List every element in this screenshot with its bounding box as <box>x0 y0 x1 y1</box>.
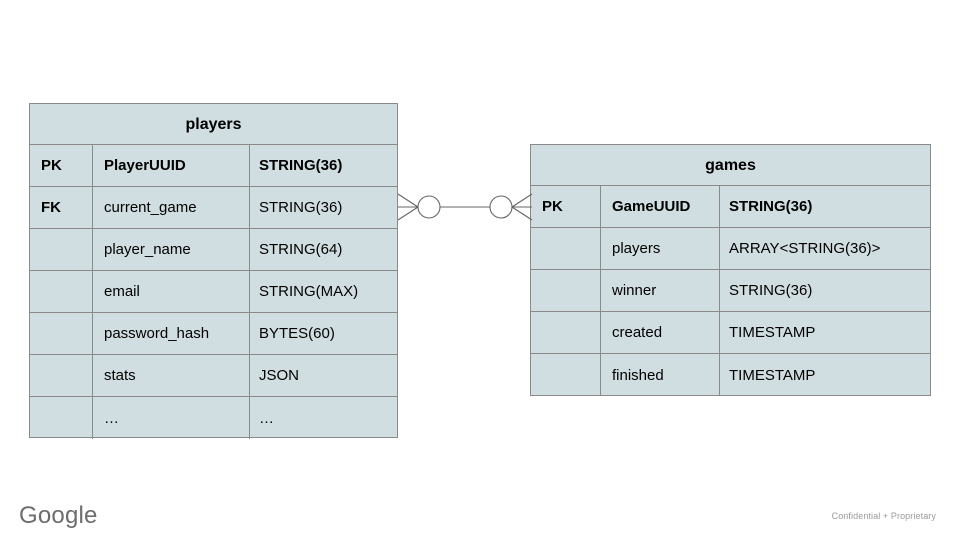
entity-title-players: players <box>30 104 397 145</box>
relationship-connector-players-games[interactable] <box>390 180 540 236</box>
cardinality-zero-right-icon <box>489 195 513 219</box>
row-key-badge <box>30 355 93 396</box>
row-field-name: player_name <box>93 229 250 270</box>
row-field-type: BYTES(60) <box>259 325 335 342</box>
row-field-name: PlayerUUID <box>93 145 250 186</box>
row-key-badge <box>531 312 601 353</box>
row-key-badge <box>531 270 601 311</box>
row-field-type: … <box>259 409 274 427</box>
cardinality-zero-left-icon <box>417 195 441 219</box>
row-key-badge: PK <box>531 186 601 227</box>
row-field-type: ARRAY<STRING(36)> <box>729 240 881 257</box>
confidentiality-notice: Confidential + Proprietary <box>831 511 936 521</box>
row-field-type: STRING(64) <box>259 241 343 258</box>
row-key-badge <box>30 313 93 354</box>
row-key-badge <box>531 228 601 269</box>
row-field-type: STRING(36) <box>259 199 343 216</box>
entity-row[interactable]: finished TIMESTAMP <box>531 354 930 396</box>
row-field-type: STRING(36) <box>729 282 813 299</box>
crowsfoot-right-icon <box>511 193 533 221</box>
entity-row[interactable]: created TIMESTAMP <box>531 312 930 354</box>
entity-row[interactable]: player_name STRING(64) <box>30 229 397 271</box>
row-field-name: winner <box>601 270 720 311</box>
row-field-name: players <box>601 228 720 269</box>
row-field-name: email <box>93 271 250 312</box>
row-field-type: STRING(36) <box>729 198 813 215</box>
row-field-type: STRING(36) <box>259 157 343 174</box>
row-field-name: stats <box>93 355 250 396</box>
row-key-badge <box>30 271 93 312</box>
entity-table-games[interactable]: games PK GameUUID STRING(36) players ARR… <box>530 144 931 396</box>
crowsfoot-left-icon <box>397 193 419 221</box>
row-field-type: JSON <box>259 367 300 384</box>
row-field-type: STRING(MAX) <box>259 283 359 300</box>
entity-title-games: games <box>531 145 930 186</box>
entity-row[interactable]: email STRING(MAX) <box>30 271 397 313</box>
entity-row[interactable]: … … <box>30 397 397 439</box>
entity-row[interactable]: stats JSON <box>30 355 397 397</box>
row-key-badge: PK <box>30 145 93 186</box>
entity-row[interactable]: players ARRAY<STRING(36)> <box>531 228 930 270</box>
row-field-name: … <box>93 397 250 439</box>
entity-row[interactable]: password_hash BYTES(60) <box>30 313 397 355</box>
row-key-badge <box>30 229 93 270</box>
row-field-name: finished <box>601 354 720 396</box>
entity-row[interactable]: PK GameUUID STRING(36) <box>531 186 930 228</box>
row-field-name: created <box>601 312 720 353</box>
entity-row[interactable]: PK PlayerUUID STRING(36) <box>30 145 397 187</box>
entity-table-players[interactable]: players PK PlayerUUID STRING(36) FK curr… <box>29 103 398 439</box>
entity-row[interactable]: FK current_game STRING(36) <box>30 187 397 229</box>
row-field-name: current_game <box>93 187 250 228</box>
row-key-badge <box>531 354 601 396</box>
row-field-name: password_hash <box>93 313 250 354</box>
row-field-type: TIMESTAMP <box>729 366 816 384</box>
row-key-badge <box>30 397 93 439</box>
row-field-name: GameUUID <box>601 186 720 227</box>
row-key-badge: FK <box>30 187 93 228</box>
google-logo: Google <box>19 502 98 529</box>
entity-row[interactable]: winner STRING(36) <box>531 270 930 312</box>
row-field-type: TIMESTAMP <box>729 324 816 341</box>
